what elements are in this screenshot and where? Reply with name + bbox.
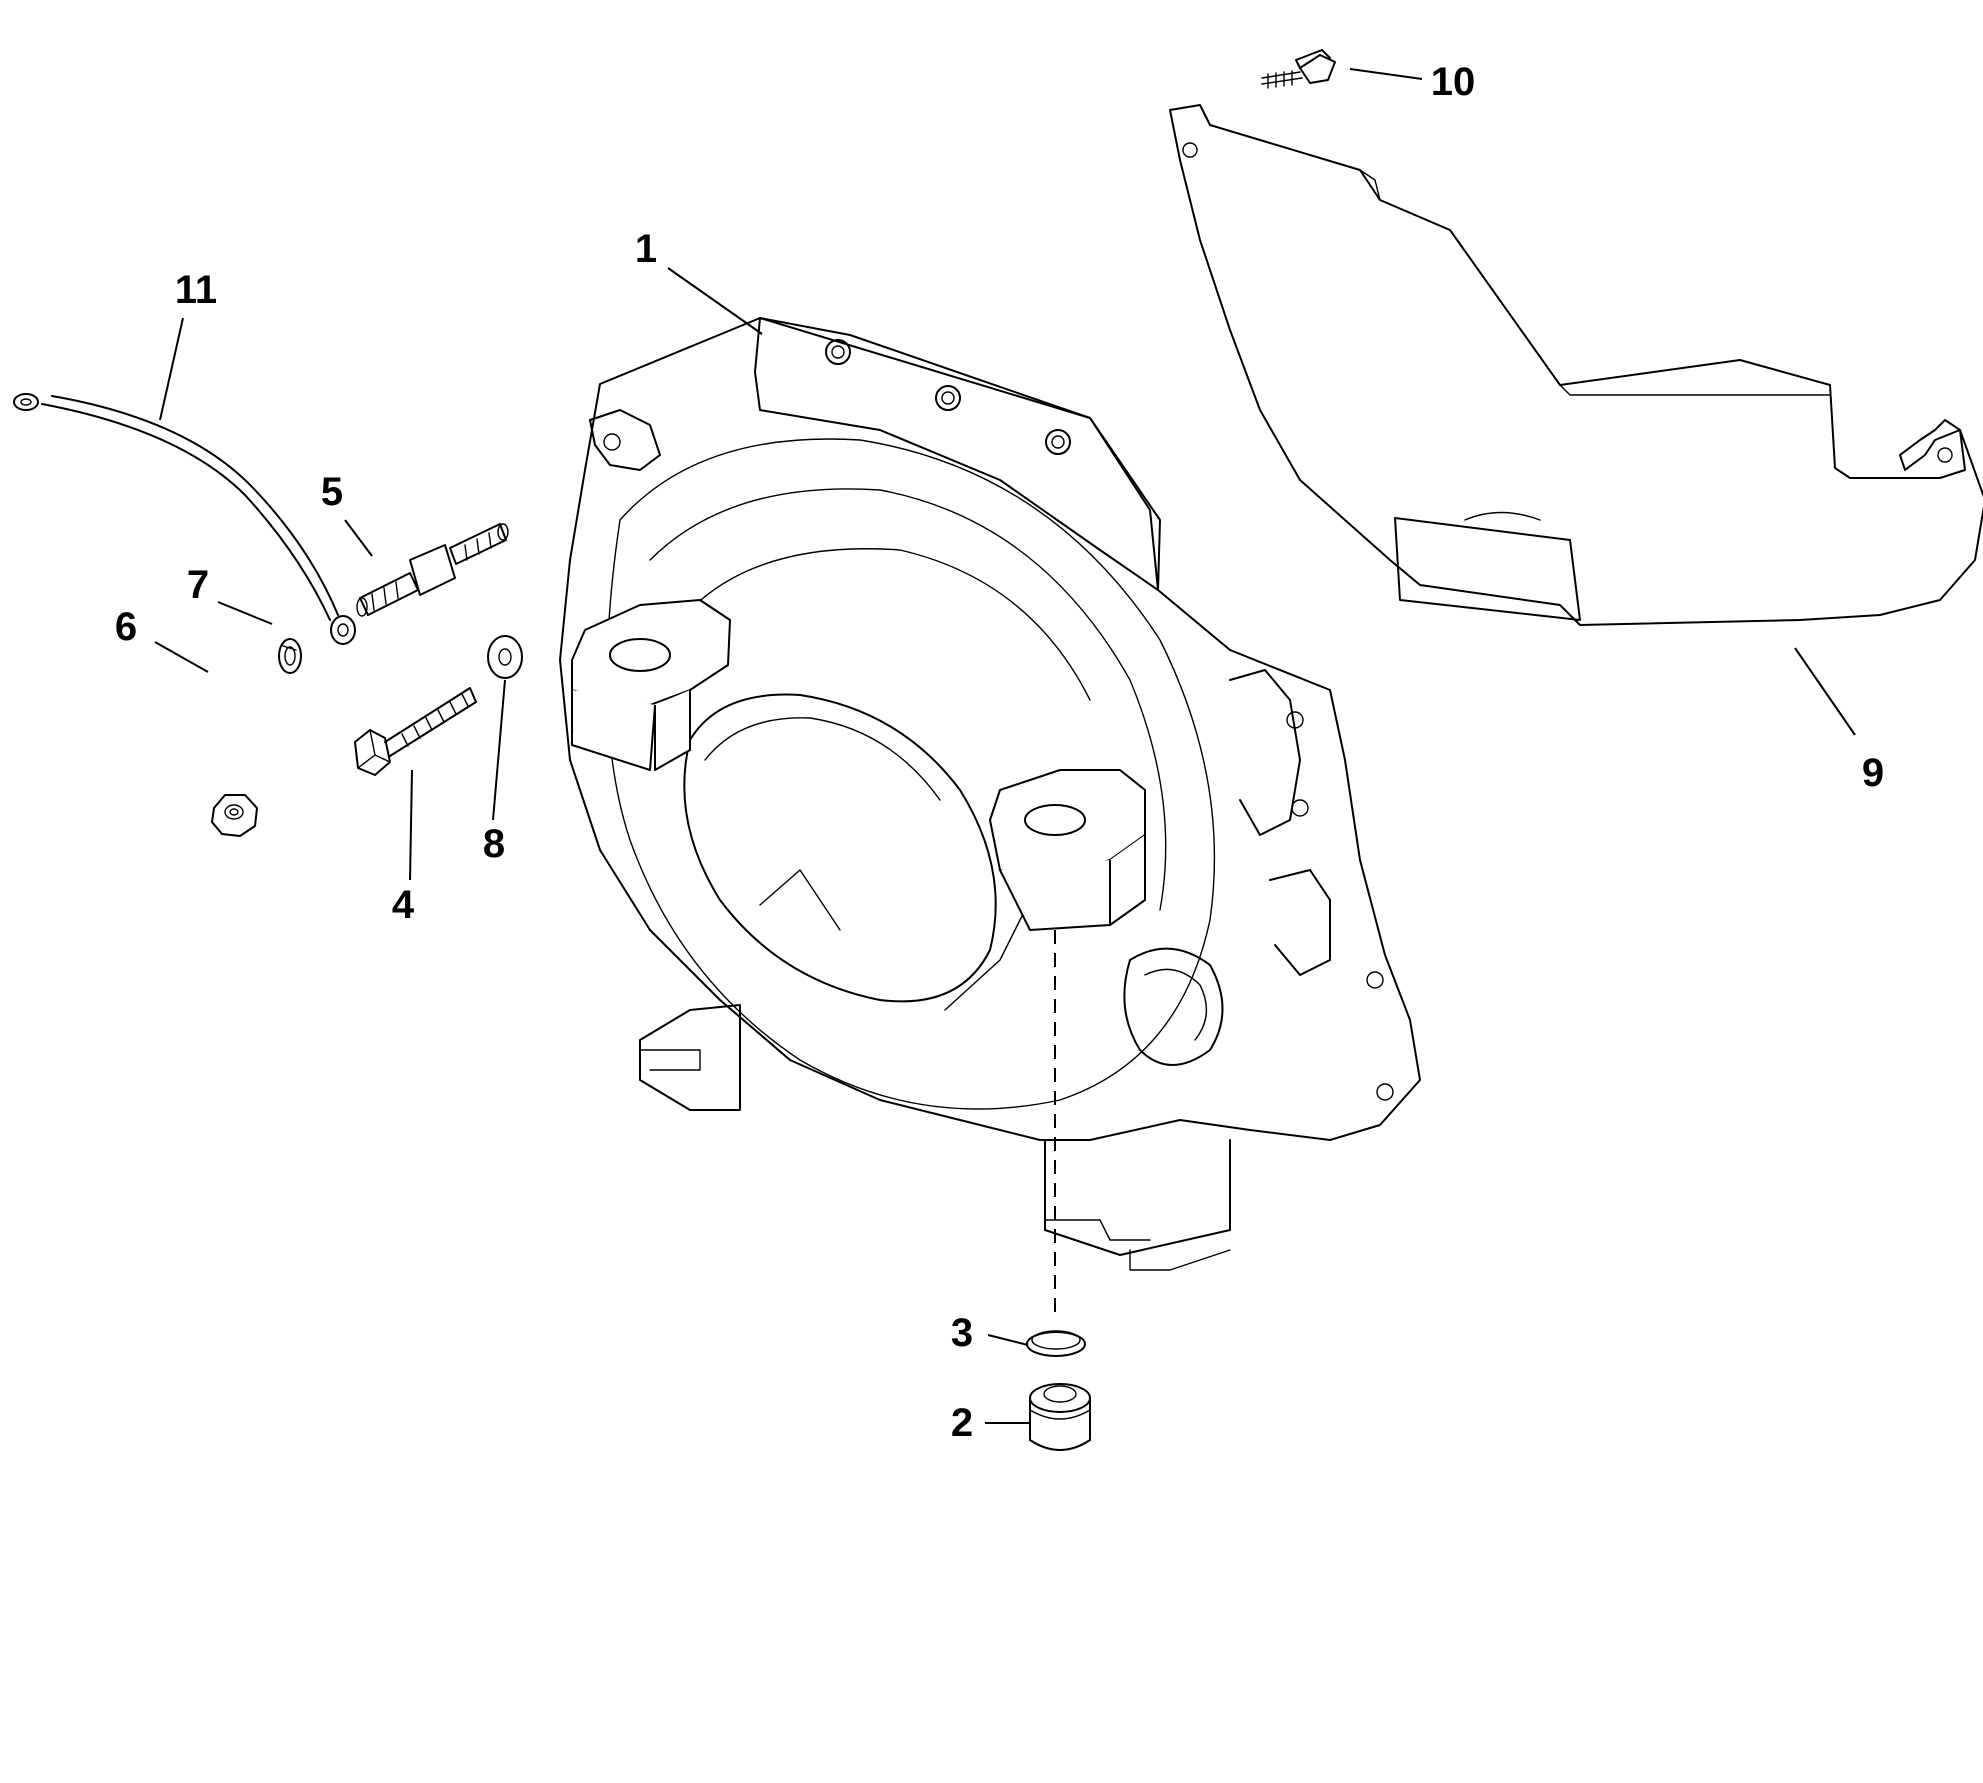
callout-5: 5 <box>321 470 343 514</box>
ground-cable-part <box>13 393 356 645</box>
stud-part-5 <box>356 523 509 617</box>
nut-part-6 <box>211 794 258 837</box>
callout-9: 9 <box>1862 751 1884 795</box>
flat-washer-part-8 <box>487 635 523 679</box>
leader-line-9 <box>1794 647 1856 736</box>
callout-8: 8 <box>483 822 505 866</box>
leader-line-10 <box>1349 68 1423 80</box>
bolt-part-4 <box>354 687 477 776</box>
leader-line-6 <box>154 641 209 673</box>
leader-line-8 <box>492 679 506 821</box>
callout-11: 11 <box>175 268 217 312</box>
leader-line-4 <box>409 769 413 881</box>
lock-washer-part-7 <box>278 638 302 674</box>
flywheel-housing-part <box>559 317 1421 1271</box>
o-ring-part-3 <box>1026 1330 1086 1357</box>
leader-line-11 <box>159 317 184 421</box>
bushing-part-2 <box>1029 1383 1091 1451</box>
leader-line-7 <box>217 601 273 625</box>
callout-3: 3 <box>951 1311 973 1355</box>
callout-4: 4 <box>392 883 415 927</box>
callout-7: 7 <box>187 563 209 607</box>
callout-6: 6 <box>115 605 137 649</box>
callout-10: 10 <box>1431 60 1476 104</box>
leader-line-3 <box>987 1334 1029 1346</box>
leader-line-1 <box>667 267 763 335</box>
callout-1: 1 <box>635 227 657 271</box>
leader-line-5 <box>344 519 373 557</box>
callout-2: 2 <box>951 1401 973 1445</box>
screw-part-10 <box>1261 49 1336 89</box>
cover-plate-part <box>1169 104 1983 626</box>
